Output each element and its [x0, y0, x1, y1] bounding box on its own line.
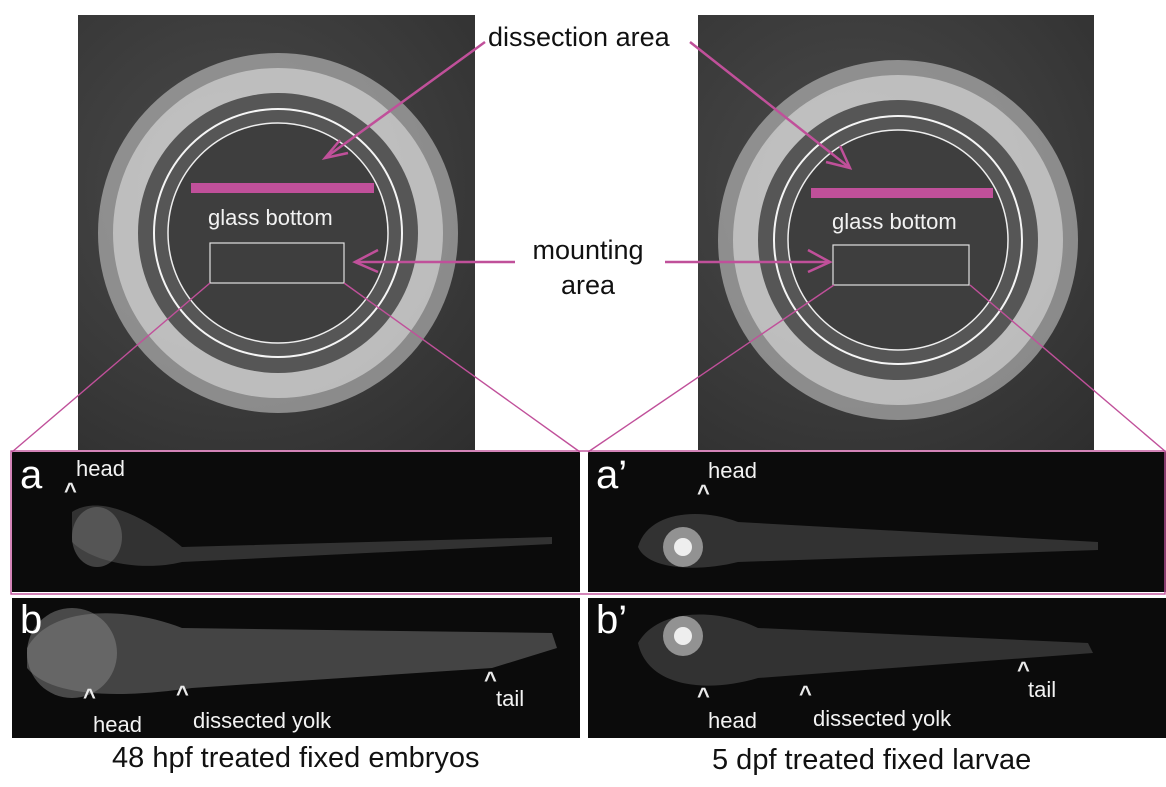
larva-a-prime-drawing — [638, 514, 1098, 568]
caret-a-prime-head: ^ — [697, 480, 710, 505]
mounting-arrowhead-left — [352, 248, 379, 274]
mounting-area-label-line2: area — [560, 270, 616, 300]
mounting-arrowhead-right — [807, 248, 833, 274]
caret-a-head: ^ — [64, 478, 77, 503]
label-b-prime-head: head — [708, 708, 757, 733]
panel-letter-a: a — [20, 453, 43, 497]
caret-b-yolk: ^ — [176, 681, 189, 706]
embryo-a-drawing — [72, 505, 552, 567]
zoom-line-a-prime-right — [969, 284, 1166, 453]
dissection-area-label: dissection area — [488, 22, 670, 52]
caption-right: 5 dpf treated fixed larvae — [712, 744, 1032, 776]
caret-b-prime-tail: ^ — [1017, 657, 1030, 682]
label-b-tail: tail — [496, 686, 525, 711]
dish-label-right: glass bottom — [832, 209, 957, 234]
dissection-arrow-left — [324, 40, 486, 160]
panel-letter-a-prime: a’ — [596, 453, 628, 497]
dish-label-left: glass bottom — [208, 205, 333, 230]
caret-b-prime-head: ^ — [697, 683, 710, 708]
dish-right-drawing — [718, 60, 1078, 420]
caret-b-tail: ^ — [484, 667, 497, 692]
panel-letter-b: b — [20, 598, 43, 642]
label-b-head: head — [93, 712, 142, 737]
label-b-prime-tail: tail — [1028, 677, 1057, 702]
dish-photo-left: glass bottom — [78, 15, 475, 450]
dissection-arrowhead-right — [825, 145, 853, 170]
label-b-prime-yolk: dissected yolk — [813, 706, 952, 731]
micrograph-b — [12, 598, 580, 738]
larva-b-prime-drawing — [638, 614, 1093, 686]
micrograph-a — [12, 452, 580, 592]
micrograph-a-prime — [588, 452, 1166, 592]
caret-b-head: ^ — [83, 684, 96, 709]
dish-photo-right: glass bottom — [698, 15, 1094, 450]
zoom-frame — [10, 450, 1166, 595]
zoom-line-a-left — [11, 282, 211, 453]
label-a-head: head — [76, 456, 125, 481]
embryo-b-drawing — [27, 608, 557, 698]
label-b-yolk: dissected yolk — [193, 708, 332, 733]
caret-b-prime-yolk: ^ — [799, 681, 812, 706]
mounting-area-label-line1: mounting — [532, 235, 644, 265]
caption-left: 48 hpf treated fixed embryos — [112, 742, 480, 774]
dish-left-drawing — [98, 53, 458, 413]
dissection-arrow-right — [689, 41, 851, 169]
zoom-line-a-right — [343, 282, 581, 453]
zoom-line-a-prime-left — [587, 284, 835, 453]
label-a-prime-head: head — [708, 458, 757, 483]
dissection-arrowhead-left — [321, 139, 349, 160]
panel-letter-b-prime: b’ — [596, 598, 628, 642]
micrograph-b-prime — [588, 598, 1166, 738]
